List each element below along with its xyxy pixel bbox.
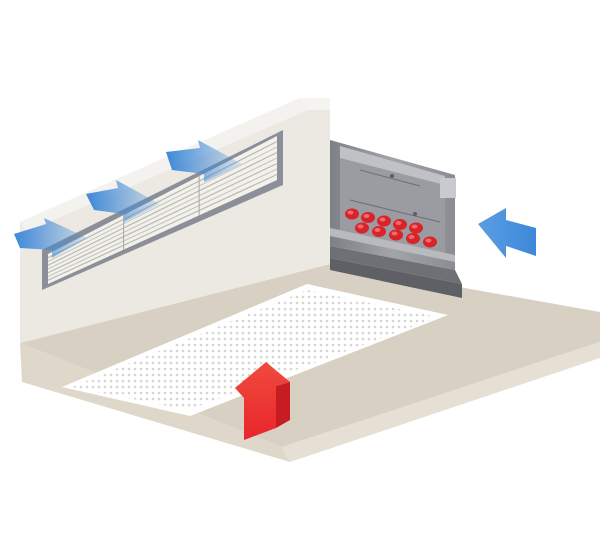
return-air-arrow-up bbox=[235, 362, 290, 440]
grille-slat bbox=[47, 151, 278, 266]
grille-slat bbox=[47, 168, 278, 278]
grille-slat bbox=[47, 162, 278, 274]
supply-air-arrow-middle bbox=[86, 180, 160, 222]
fan-coil-unit bbox=[330, 140, 462, 298]
supply-air-arrow-right bbox=[166, 140, 242, 182]
pipe-connections bbox=[345, 208, 437, 248]
pipe-cap-highlight bbox=[379, 217, 386, 222]
return-air-panel bbox=[62, 284, 448, 416]
pipe-cap-highlight bbox=[411, 224, 418, 229]
pipe-cap-highlight bbox=[357, 224, 364, 229]
pipe-cap-highlight bbox=[425, 238, 432, 243]
intake-arrow-right bbox=[478, 208, 536, 258]
pipe-cap-highlight bbox=[408, 235, 415, 239]
grille-slat bbox=[47, 146, 278, 263]
grille-slats bbox=[47, 140, 278, 281]
pipe-cap-highlight bbox=[391, 231, 398, 236]
grille-slat bbox=[47, 157, 278, 270]
pipe-cap-highlight bbox=[363, 214, 370, 218]
pipe-cap-highlight bbox=[374, 228, 381, 232]
pipe-cap-highlight bbox=[347, 210, 354, 215]
supply-air-arrow-left bbox=[14, 218, 88, 258]
pipe-cap-highlight bbox=[395, 221, 402, 225]
grille-slat bbox=[47, 173, 278, 281]
